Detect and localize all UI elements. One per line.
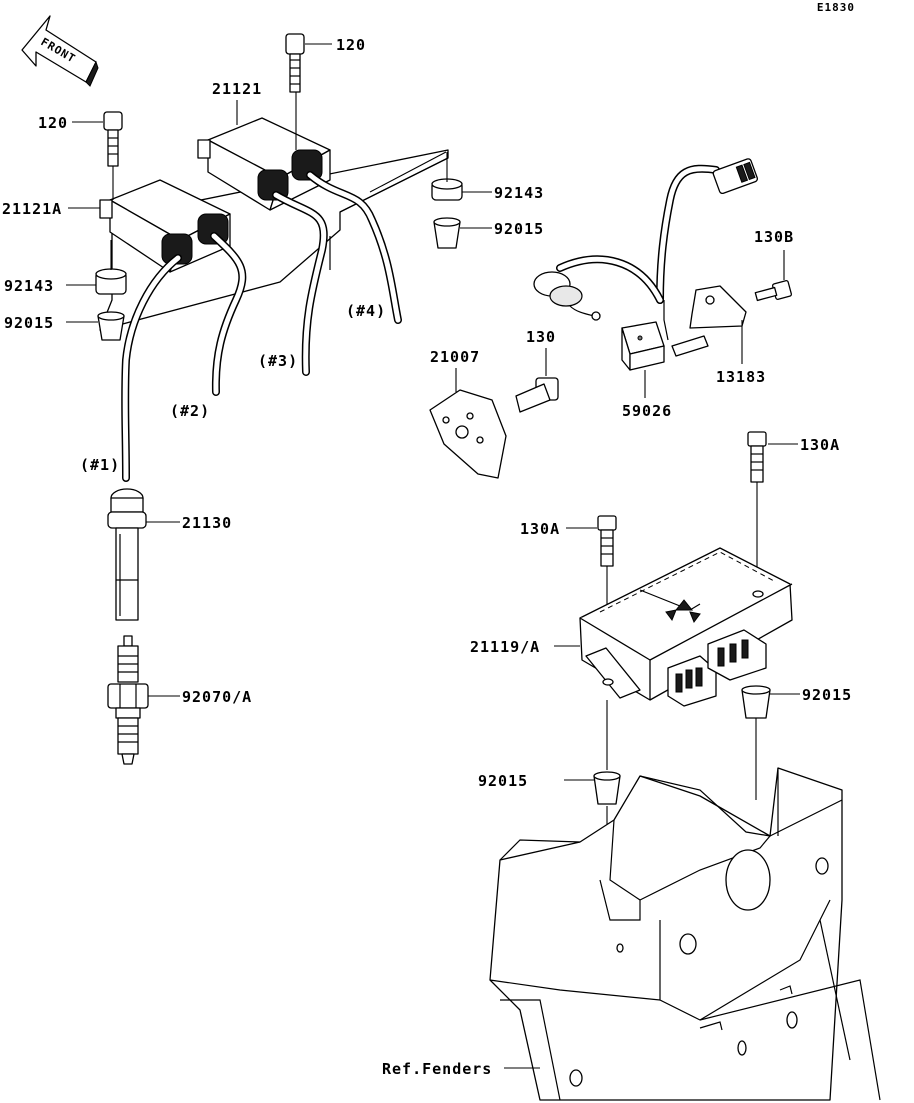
label-cylinder-4: (#4) bbox=[346, 302, 386, 320]
sensor-bracket-13183 bbox=[671, 285, 747, 364]
front-direction-arrow: FRONT bbox=[21, 15, 99, 87]
timing-rotor-21007 bbox=[429, 368, 507, 479]
spark-plug-92070A bbox=[107, 635, 180, 765]
ignition-coil-front bbox=[99, 179, 247, 482]
label-cylinder-1: (#1) bbox=[80, 456, 120, 474]
bolt-120-top bbox=[285, 33, 332, 150]
label-92015-right: 92015 bbox=[494, 220, 544, 238]
bolt-130A-right bbox=[747, 431, 798, 596]
label-ref-fenders: Ref.Fenders bbox=[382, 1060, 492, 1078]
label-21121A: 21121A bbox=[2, 200, 62, 218]
label-130A-left: 130A bbox=[520, 520, 560, 538]
fender-bracket bbox=[489, 767, 881, 1101]
spark-plug-cap-21130 bbox=[107, 488, 180, 621]
collar-92015-ecu-right bbox=[741, 685, 800, 800]
label-130: 130 bbox=[526, 328, 556, 346]
grommet-92143-right bbox=[431, 178, 492, 201]
bolt-120-left bbox=[72, 111, 123, 200]
label-120-top: 120 bbox=[336, 36, 366, 54]
label-21007: 21007 bbox=[430, 348, 480, 366]
label-92070A: 92070/A bbox=[182, 688, 252, 706]
crankshaft-sensor-harness bbox=[533, 158, 759, 398]
label-59026: 59026 bbox=[622, 402, 672, 420]
label-21121: 21121 bbox=[212, 80, 262, 98]
label-130A-right: 130A bbox=[800, 436, 840, 454]
label-21119A: 21119/A bbox=[470, 638, 540, 656]
label-92015-left: 92015 bbox=[4, 314, 54, 332]
diagram-code: E1830 bbox=[817, 1, 855, 14]
ignition-coil-rear bbox=[197, 117, 402, 376]
label-cylinder-2: (#2) bbox=[170, 402, 210, 420]
label-92015-ecu-right: 92015 bbox=[802, 686, 852, 704]
label-92015-ecu-left: 92015 bbox=[478, 772, 528, 790]
label-cylinder-3: (#3) bbox=[258, 352, 298, 370]
label-92143-left: 92143 bbox=[4, 277, 54, 295]
label-120-left: 120 bbox=[38, 114, 68, 132]
collar-92015-right bbox=[433, 217, 492, 249]
label-13183: 13183 bbox=[716, 368, 766, 386]
ignition-coil-assembly bbox=[99, 117, 449, 482]
grommet-92143-left bbox=[66, 240, 127, 295]
label-92143-right: 92143 bbox=[494, 184, 544, 202]
label-21130: 21130 bbox=[182, 514, 232, 532]
ecu-21119A bbox=[554, 547, 793, 707]
label-130B: 130B bbox=[754, 228, 794, 246]
bolt-130 bbox=[515, 348, 559, 413]
collar-92015-left bbox=[66, 311, 125, 341]
bolt-130B bbox=[754, 250, 792, 302]
